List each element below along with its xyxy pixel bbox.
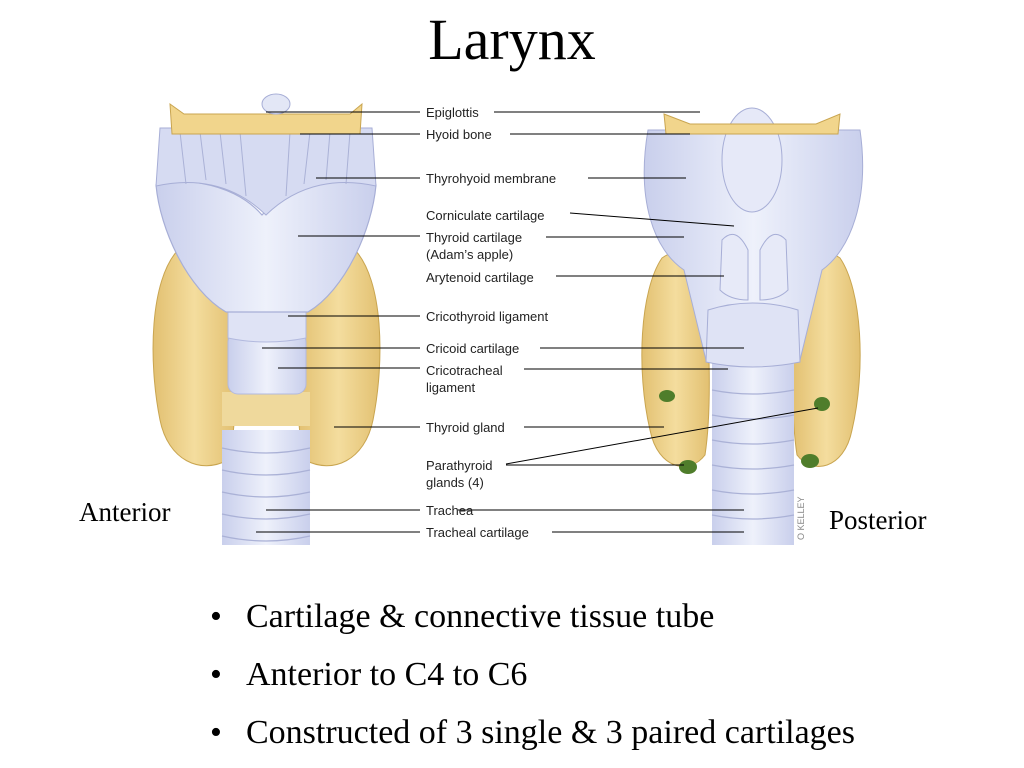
epiglottis xyxy=(261,93,291,115)
label-thyroid-gland: Thyroid gland xyxy=(426,420,505,435)
label-thyrohyoid-membrane: Thyrohyoid membrane xyxy=(426,171,556,186)
posterior-arytenoids xyxy=(719,233,789,301)
bullet-item: • Cartilage & connective tissue tube xyxy=(210,588,855,646)
bullet-item: • Anterior to C4 to C6 xyxy=(210,646,855,704)
posterior-trachea xyxy=(712,360,794,545)
anterior-view-label: Anterior xyxy=(79,497,171,527)
label-cricoid-cartilage: Cricoid cartilage xyxy=(426,341,519,356)
label-thyroid-cartilage: Thyroid cartilage xyxy=(426,230,522,245)
posterior-view-label: Posterior xyxy=(829,505,927,535)
parathyroid-upper-right xyxy=(814,397,830,411)
label-parathyroid: Parathyroid xyxy=(426,458,492,473)
hyoid-bone xyxy=(169,102,363,135)
bullet-dot: • xyxy=(210,598,222,635)
label-epiglottis: Epiglottis xyxy=(426,105,479,120)
bullet-item: • Constructed of 3 single & 3 paired cart… xyxy=(210,704,855,762)
bullet-dot: • xyxy=(210,714,222,751)
thyroid-isthmus xyxy=(222,392,310,426)
bullet-dot: • xyxy=(210,656,222,693)
posterior-tracheal-rings xyxy=(711,389,795,520)
bullet-text: Anterior to C4 to C6 xyxy=(246,656,528,693)
parathyroid-lower-right xyxy=(801,454,819,468)
label-tracheal-cartilage: Tracheal cartilage xyxy=(426,525,529,540)
membrane-fibers xyxy=(179,131,351,197)
bullet-text: Cartilage & connective tissue tube xyxy=(246,598,715,635)
label-arytenoid-cartilage: Arytenoid cartilage xyxy=(426,270,534,285)
label-cricotracheal-ligament: ligament xyxy=(426,380,476,395)
trachea xyxy=(222,430,310,545)
label-cricotracheal: Cricotracheal xyxy=(426,363,503,378)
thyrohyoid-membrane xyxy=(155,127,377,216)
tracheal-rings xyxy=(221,447,311,542)
thyroid-cartilage xyxy=(155,180,377,313)
label-parathyroid-glands: glands (4) xyxy=(426,475,484,490)
callout-labels: Epiglottis Hyoid bone Thyrohyoid membran… xyxy=(426,105,556,540)
parathyroid-lower-left xyxy=(679,460,697,474)
posterior-cricoid-cartilage xyxy=(705,302,801,368)
label-adams-apple: (Adam’s apple) xyxy=(426,247,513,262)
parathyroid-upper-left xyxy=(659,390,675,402)
bullet-list: • Cartilage & connective tissue tube • Ant… xyxy=(210,588,855,762)
anterior-illustration xyxy=(152,93,381,545)
artist-signature: O KELLEY xyxy=(796,496,806,540)
label-trachea: Trachea xyxy=(426,503,474,518)
label-hyoid-bone: Hyoid bone xyxy=(426,127,492,142)
posterior-illustration: O KELLEY xyxy=(641,107,864,545)
label-cricothyroid-ligament: Cricothyroid ligament xyxy=(426,309,548,324)
label-corniculate-cartilage: Corniculate cartilage xyxy=(426,208,545,223)
leader-lines xyxy=(256,111,819,533)
bullet-text: Constructed of 3 single & 3 paired carti… xyxy=(246,714,855,751)
page-title: Larynx xyxy=(428,7,596,72)
